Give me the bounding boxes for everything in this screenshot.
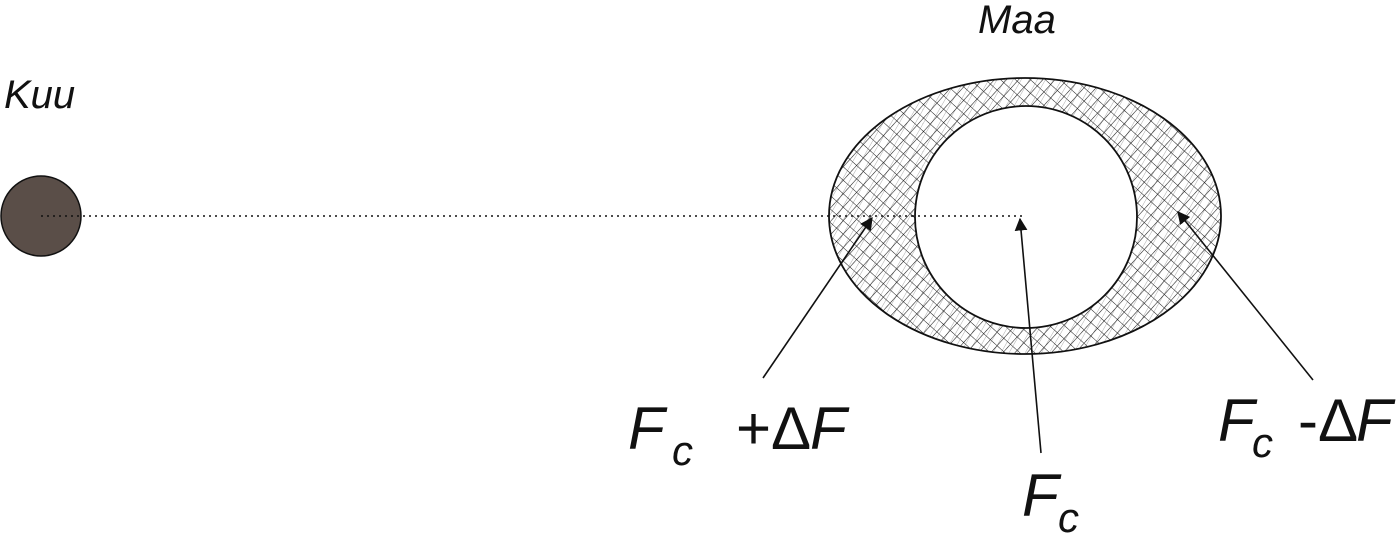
svg-text:F: F <box>810 395 850 462</box>
svg-text:F: F <box>1022 462 1062 529</box>
svg-text:c: c <box>1058 494 1079 534</box>
near-side-force-arrow <box>762 216 873 379</box>
svg-text:+Δ: +Δ <box>736 395 811 462</box>
earth-label: Maa <box>978 0 1056 42</box>
center-force-arrow <box>1014 217 1042 454</box>
near-side-force-label: F c +Δ F <box>628 395 850 474</box>
svg-text:F: F <box>1356 387 1396 454</box>
svg-text:-Δ: -Δ <box>1298 387 1358 454</box>
earth-body <box>820 70 1230 360</box>
far-side-force-label: F c -Δ F <box>1218 387 1396 466</box>
svg-text:F: F <box>1218 387 1258 454</box>
svg-text:F: F <box>628 395 668 462</box>
svg-text:c: c <box>672 427 693 474</box>
moon-label: Kuu <box>4 73 75 117</box>
center-force-label: F c <box>1022 462 1079 534</box>
svg-text:c: c <box>1252 419 1273 466</box>
far-side-force-arrow <box>1177 211 1314 381</box>
